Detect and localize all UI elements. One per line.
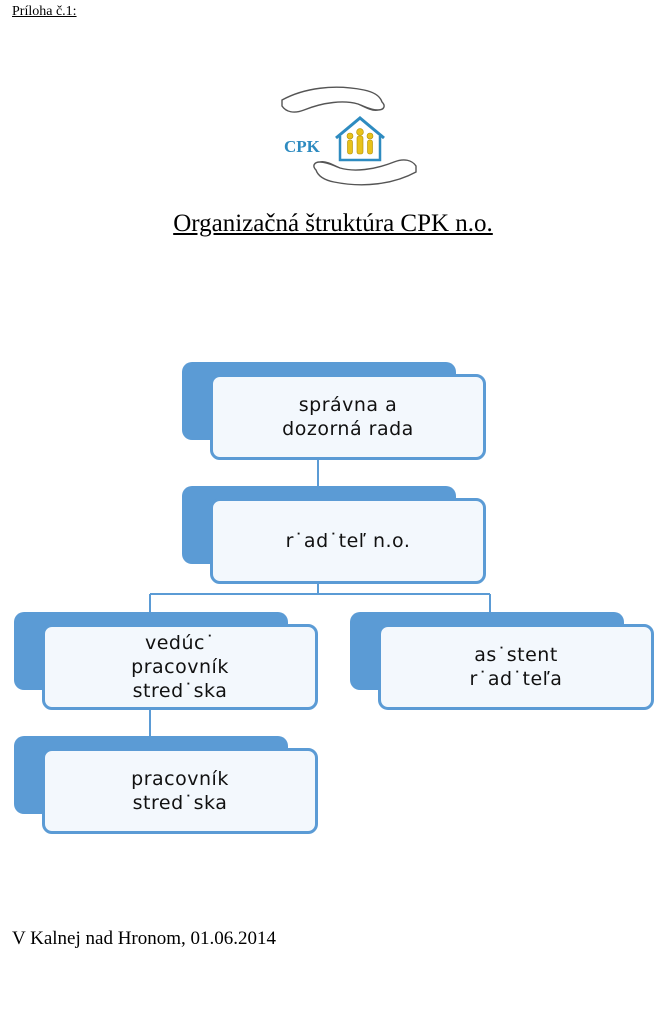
- node-label: správna a dozorná rada: [210, 374, 486, 460]
- annex-label: Príloha č.1:: [12, 4, 77, 19]
- node-label: as˙stent r˙ad˙teľa: [378, 624, 654, 710]
- node-label: vedúc˙ pracovník stred˙ska: [42, 624, 318, 710]
- org-node-board: správna a dozorná rada: [182, 362, 486, 460]
- org-node-worker: pracovník stred˙ska: [14, 736, 318, 834]
- org-node-lead-worker: vedúc˙ pracovník stred˙ska: [14, 612, 318, 710]
- hands-house-logo-icon: CPK: [281, 86, 417, 186]
- org-node-director: r˙ad˙teľ n.o.: [182, 486, 486, 584]
- node-label: r˙ad˙teľ n.o.: [210, 498, 486, 584]
- logo-text: CPK: [284, 137, 321, 156]
- document-title: Organizačná štruktúra CPK n.o.: [173, 210, 493, 237]
- node-label: pracovník stred˙ska: [42, 748, 318, 834]
- org-node-assistant: as˙stent r˙ad˙teľa: [350, 612, 654, 710]
- place-and-date: V Kalnej nad Hronom, 01.06.2014: [12, 928, 277, 949]
- cpk-logo: CPK: [274, 80, 424, 192]
